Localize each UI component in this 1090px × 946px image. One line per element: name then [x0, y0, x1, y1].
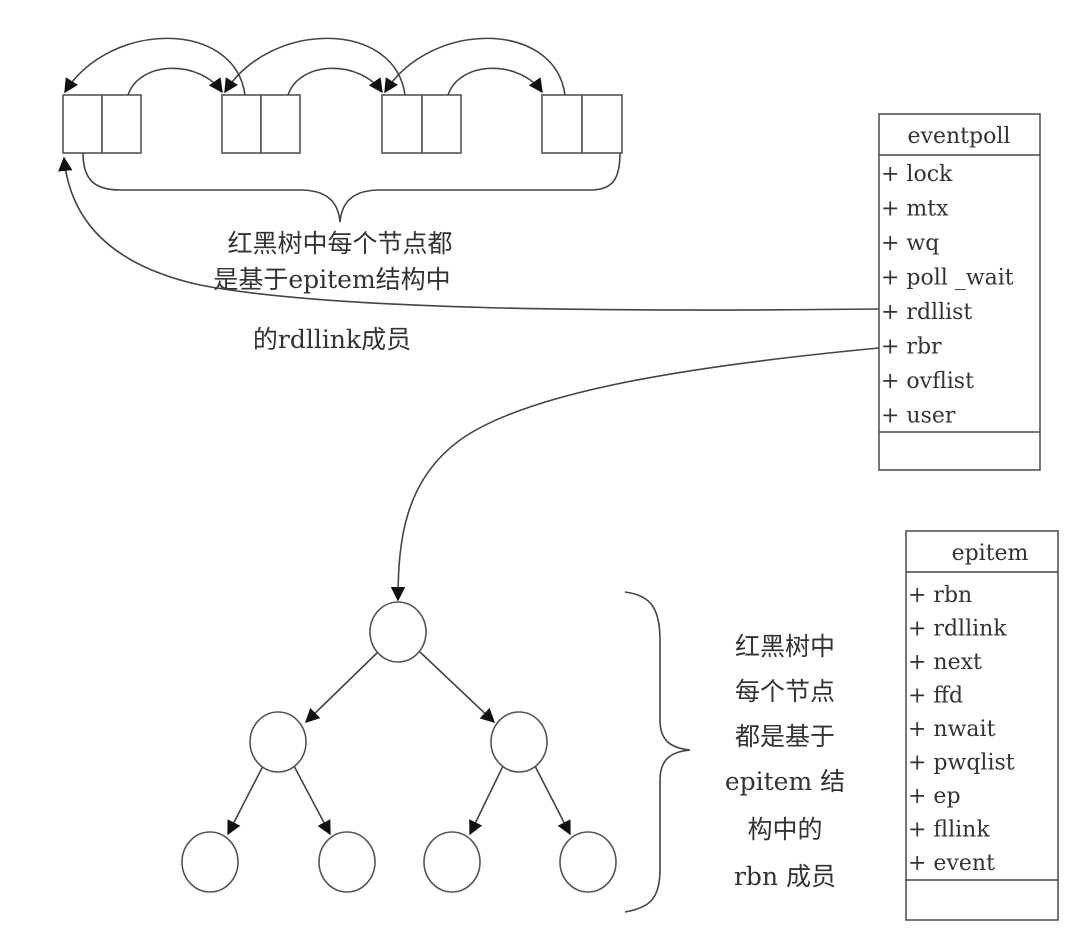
- list-caption: 红黑树中每个节点都 是基于epitem结构中 的rdllink成员: [213, 229, 452, 354]
- eventpoll-member: + lock: [881, 162, 953, 187]
- tree-caption-line: 红黑树中: [735, 632, 835, 661]
- tree-edge-arrow: [227, 765, 264, 836]
- list-brace: [82, 152, 621, 223]
- tree-caption-line: epitem 结: [725, 767, 845, 796]
- epitem-member: + ep: [908, 784, 961, 809]
- next-link-arrow: [127, 67, 223, 96]
- eventpoll-struct-box: eventpoll + lock + mtx + wq + poll _wait + r…: [878, 113, 1041, 471]
- next-link-arrow: [287, 67, 383, 96]
- eventpoll-member: + mtx: [881, 197, 949, 222]
- rdllist-pointer-arrow: [58, 156, 880, 311]
- tree-edge-arrow: [304, 651, 379, 724]
- tree-edge-arrow: [293, 765, 331, 836]
- epitem-member: + ffd: [908, 684, 963, 709]
- tree-caption-line: rbn 成员: [734, 862, 836, 891]
- eventpoll-member: + wq: [881, 231, 939, 256]
- prev-link-arrow: [224, 37, 406, 96]
- epitem-member: + event: [908, 851, 995, 876]
- tree-node: [318, 831, 376, 893]
- tree-edge-arrow: [419, 651, 496, 723]
- epitem-member: + nwait: [908, 717, 996, 742]
- eventpoll-member: + rdllist: [881, 300, 972, 325]
- prev-link-arrow: [384, 37, 566, 96]
- tree-node: [490, 711, 548, 773]
- next-link-arrow: [447, 67, 543, 96]
- epitem-member: + next: [908, 650, 982, 675]
- red-black-tree: [181, 591, 691, 913]
- tree-node: [181, 831, 239, 893]
- tree-caption: 红黑树中 每个节点 都是基于 epitem 结 构中的 rbn 成员: [725, 632, 845, 891]
- eventpoll-title: eventpoll: [908, 124, 1011, 149]
- tree-node: [369, 601, 427, 663]
- tree-node: [559, 831, 617, 893]
- eventpoll-member: + user: [881, 404, 956, 429]
- eventpoll-member: + rbr: [881, 335, 942, 360]
- tree-node: [423, 831, 481, 893]
- list-caption-line: 红黑树中每个节点都: [227, 229, 452, 258]
- list-node: [541, 94, 623, 154]
- eventpoll-member: + ovflist: [881, 369, 974, 394]
- rdllist-linked-list: [62, 37, 623, 223]
- epitem-member: + pwqlist: [908, 751, 1015, 776]
- epitem-member: + fllink: [908, 818, 990, 843]
- list-caption-line: 是基于epitem结构中: [213, 265, 450, 294]
- tree-caption-line: 都是基于: [735, 722, 835, 751]
- epitem-member: + rdllink: [908, 617, 1007, 642]
- tree-edge-arrow: [534, 765, 571, 836]
- tree-node: [249, 711, 307, 773]
- list-caption-line: 的rdllink成员: [253, 325, 411, 354]
- list-node: [221, 94, 301, 154]
- epitem-member: + rbn: [908, 583, 972, 608]
- tree-brace: [624, 591, 691, 913]
- epitem-struct-box: epitem + rbn + rdllink + next + ffd + nwait +…: [905, 530, 1059, 921]
- list-node: [381, 94, 462, 154]
- tree-edge-arrow: [469, 765, 504, 836]
- list-node: [62, 94, 142, 154]
- tree-caption-line: 构中的: [747, 815, 822, 844]
- eventpoll-member: + poll _wait: [881, 266, 1014, 291]
- prev-link-arrow: [64, 37, 246, 96]
- rbr-pointer-arrow: [390, 347, 880, 602]
- tree-caption-line: 每个节点: [735, 677, 835, 706]
- epitem-title: epitem: [952, 541, 1029, 566]
